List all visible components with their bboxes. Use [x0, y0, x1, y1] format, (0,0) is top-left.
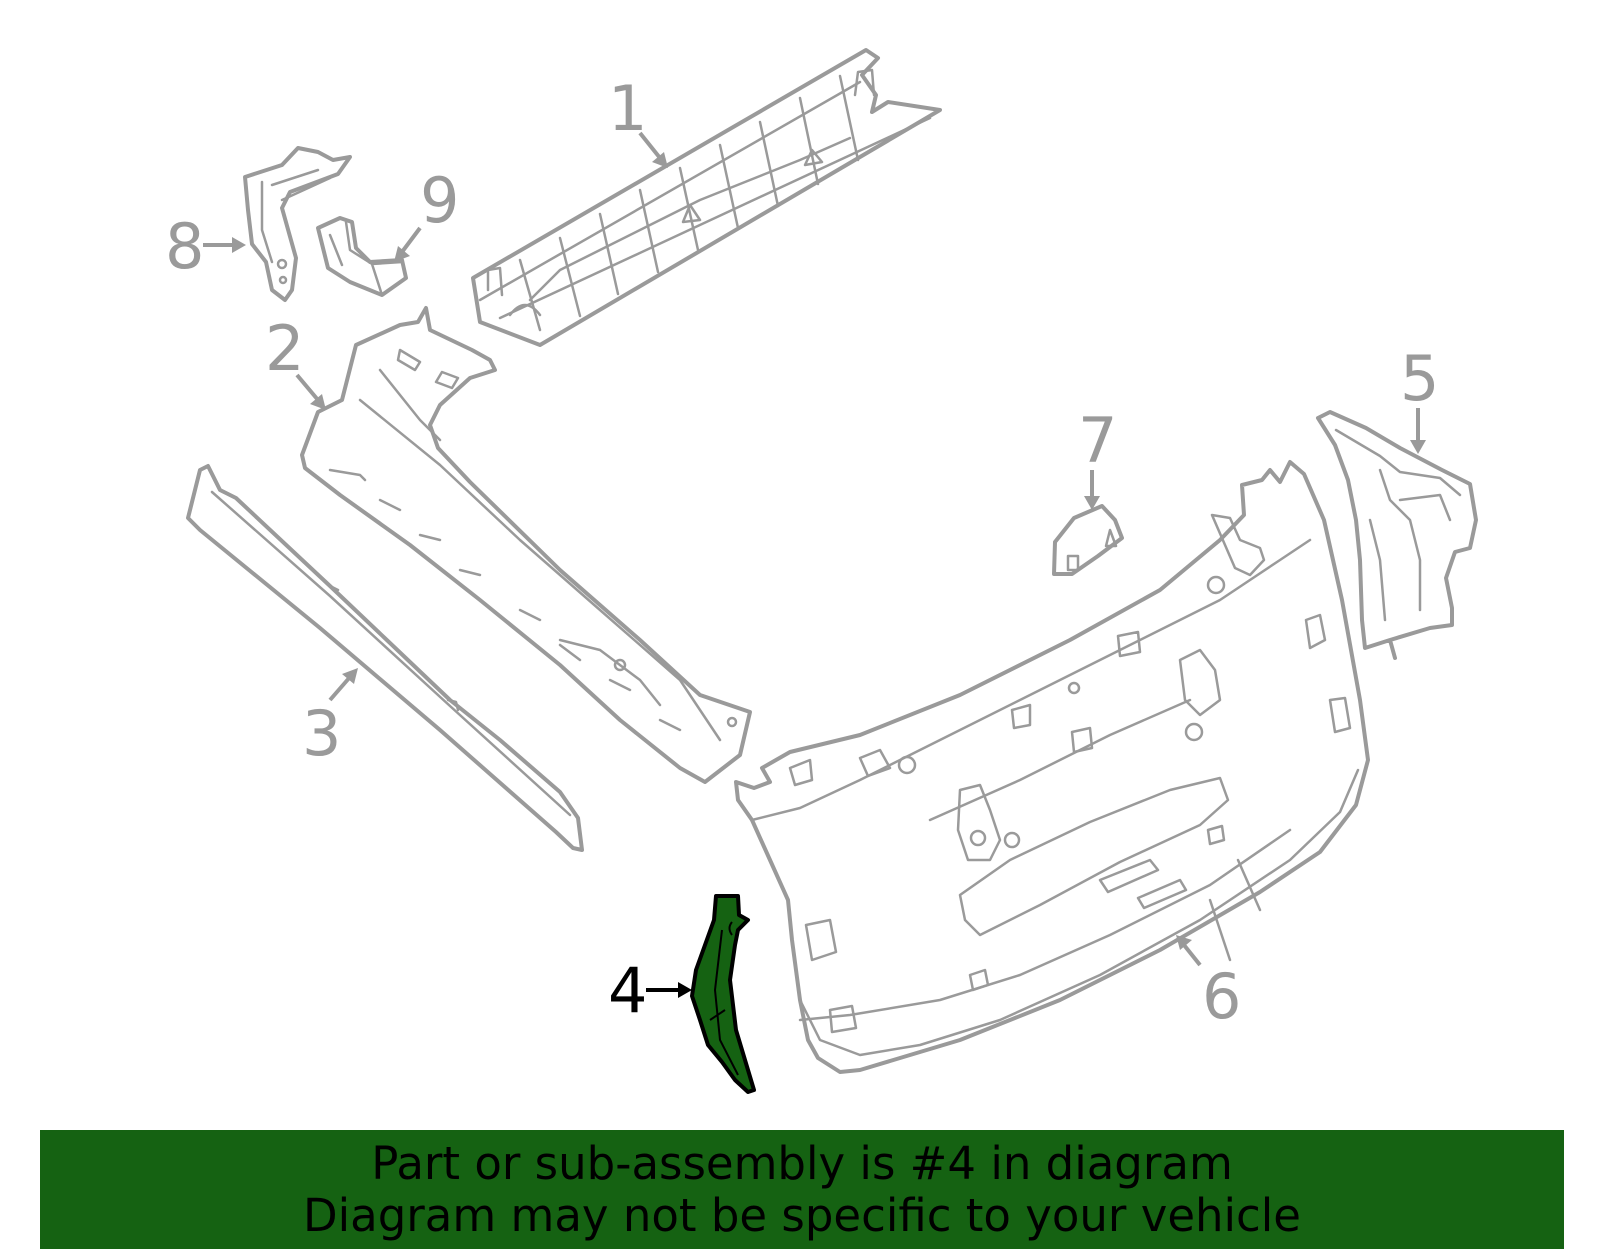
svg-text:4: 4	[608, 954, 647, 1027]
part-4-highlighted-trim	[690, 894, 756, 1094]
callout-4: 4	[608, 954, 692, 1027]
part-5-corner-trim	[1316, 410, 1478, 660]
part-3-side-trim	[186, 464, 584, 852]
part-8-bracket	[243, 146, 352, 302]
part-1-sill-trim	[471, 48, 942, 347]
callout-7: 7	[1078, 404, 1117, 510]
part-6-liftgate-panel	[734, 460, 1370, 1074]
svg-text:6: 6	[1202, 960, 1241, 1033]
footer-line-1: Part or sub-assembly is #4 in diagram	[371, 1137, 1233, 1190]
callout-3: 3	[302, 668, 358, 770]
footer-banner: Part or sub-assembly is #4 in diagram Di…	[40, 1130, 1564, 1249]
footer-line-2: Diagram may not be specific to your vehi…	[303, 1189, 1301, 1242]
callout-8: 8	[165, 210, 246, 283]
callout-9: 9	[394, 164, 459, 262]
svg-text:8: 8	[165, 210, 204, 283]
part-2-pillar-trim	[300, 306, 752, 784]
svg-text:7: 7	[1078, 404, 1117, 477]
part-7-cap	[1052, 504, 1124, 576]
callout-2: 2	[265, 312, 326, 410]
callout-6: 6	[1176, 935, 1241, 1033]
svg-text:9: 9	[420, 164, 459, 237]
svg-text:5: 5	[1400, 342, 1439, 415]
callout-1: 1	[608, 72, 668, 168]
svg-text:3: 3	[302, 697, 341, 770]
part-9-clip	[316, 216, 408, 297]
svg-text:2: 2	[265, 312, 304, 385]
callout-5: 5	[1400, 342, 1439, 454]
